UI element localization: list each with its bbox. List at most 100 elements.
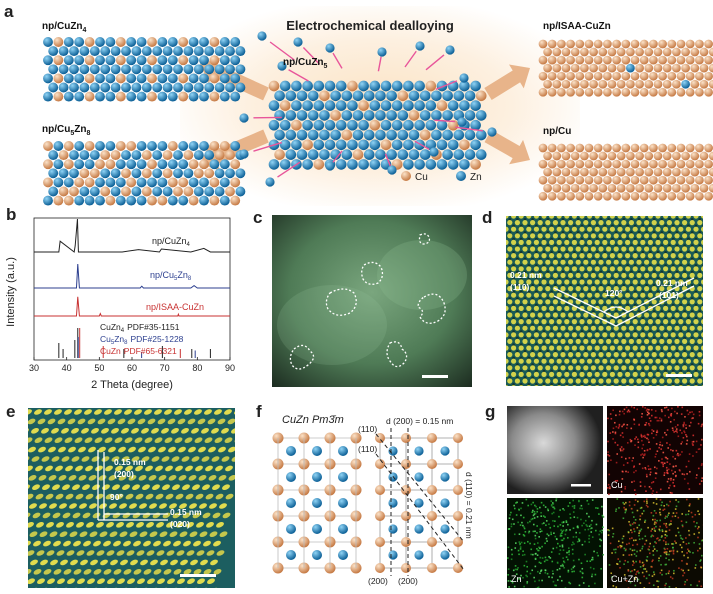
lattice-dot (689, 312, 695, 318)
lattice-dot (201, 427, 209, 434)
lattice-dot (689, 233, 695, 239)
eds-pixel (645, 504, 648, 507)
lattice-gap (626, 277, 629, 280)
lattice-gap (592, 284, 595, 287)
lattice-dot (514, 378, 520, 384)
eds-pixel (622, 517, 625, 520)
zn-atom (53, 177, 64, 188)
lattice-dot (162, 484, 170, 491)
zn-atom (131, 186, 142, 197)
zn-atom (63, 177, 74, 188)
lattice-gap (523, 310, 527, 313)
lattice-dot (156, 521, 164, 528)
lattice-dot (598, 325, 604, 331)
lattice-gap (679, 343, 683, 346)
lattice-dot (131, 456, 140, 462)
lattice-dot (131, 427, 139, 434)
lattice-gap (637, 244, 641, 247)
lattice-dot (518, 239, 524, 245)
eds-pixel (626, 423, 629, 426)
zn-atom (681, 79, 690, 89)
lattice-gap (550, 264, 553, 267)
lattice-gap (538, 218, 542, 221)
lattice-gap (512, 290, 515, 294)
scale-bar-d (666, 374, 692, 377)
eds-pixel (654, 521, 656, 524)
eds-pixel (643, 587, 646, 588)
eds-pixel (634, 493, 637, 496)
eds-pixel (666, 469, 668, 472)
lattice-dot (625, 358, 631, 364)
zn-atom (330, 129, 341, 141)
lattice-dot (606, 246, 612, 252)
lattice-dot (36, 521, 44, 528)
ejection-arrow (425, 54, 445, 71)
lattice-dot (185, 465, 193, 472)
eds-pixel (508, 586, 510, 588)
eds-pixel (620, 485, 623, 488)
eds-pixel (593, 550, 595, 553)
legend-zn-label: Zn (470, 172, 482, 183)
lattice-gap (580, 237, 584, 241)
lattice-dot (697, 365, 703, 371)
lattice-dot (59, 503, 67, 509)
lattice-gap (645, 257, 648, 261)
eds-pixel (675, 534, 677, 537)
cu-atom (436, 100, 448, 111)
lattice-gap (652, 310, 656, 313)
cu-atom (658, 191, 667, 201)
cu-atom (63, 159, 74, 170)
cu-atom (603, 143, 612, 153)
eds-pixel (650, 530, 653, 532)
eds-pixel (561, 521, 563, 524)
slab-np-cuzn5 (268, 80, 487, 170)
lattice-dot (537, 325, 543, 331)
zn-atom (442, 149, 453, 160)
zn-atom (352, 110, 364, 121)
lattice-gap (561, 376, 565, 379)
cu-atom (53, 91, 64, 102)
lattice-dot (609, 279, 615, 285)
lattice-gap (527, 369, 531, 373)
cu-atom (704, 191, 713, 201)
cu-atom (635, 167, 644, 177)
eds-pixel (591, 536, 594, 538)
label-np-cuzn5: np/CuZn5 (283, 57, 328, 70)
eds-pixel (665, 541, 667, 543)
lattice-dot (211, 456, 220, 462)
lattice-dot (128, 474, 137, 481)
cu-atom (699, 151, 709, 161)
lattice-dot (663, 239, 669, 245)
lattice-gap (535, 330, 538, 333)
lattice-gap (573, 277, 576, 280)
lattice-dot (636, 286, 642, 292)
cu-atom (676, 71, 686, 81)
lattice-gap (569, 363, 572, 366)
lattice-dot (625, 385, 630, 386)
eds-pixel (649, 420, 652, 422)
eds-pixel (522, 516, 525, 519)
eds-pixel (672, 449, 674, 452)
lattice-gap (573, 251, 576, 254)
lattice-dot (659, 378, 665, 384)
lattice-dot (90, 559, 98, 566)
lattice-dot (167, 418, 176, 425)
eds-pixel (546, 508, 549, 510)
cu-atom (561, 47, 571, 57)
eds-pixel (647, 526, 649, 529)
lattice-dot (45, 493, 54, 500)
lattice-dot (693, 226, 699, 232)
lattice-dot (549, 266, 555, 272)
lattice-gap (614, 244, 618, 247)
lattice-dot (583, 220, 589, 226)
lattice-dot (697, 272, 703, 278)
eds-pixel (651, 560, 654, 563)
eds-pixel (586, 525, 589, 528)
eds-pixel (628, 504, 631, 507)
eds-pixel (536, 510, 539, 513)
lattice-dot (87, 578, 95, 585)
lattice-gap (538, 284, 542, 287)
eds-pixel (591, 499, 594, 501)
lattice-dot (693, 371, 699, 377)
cu-atom (630, 71, 640, 81)
